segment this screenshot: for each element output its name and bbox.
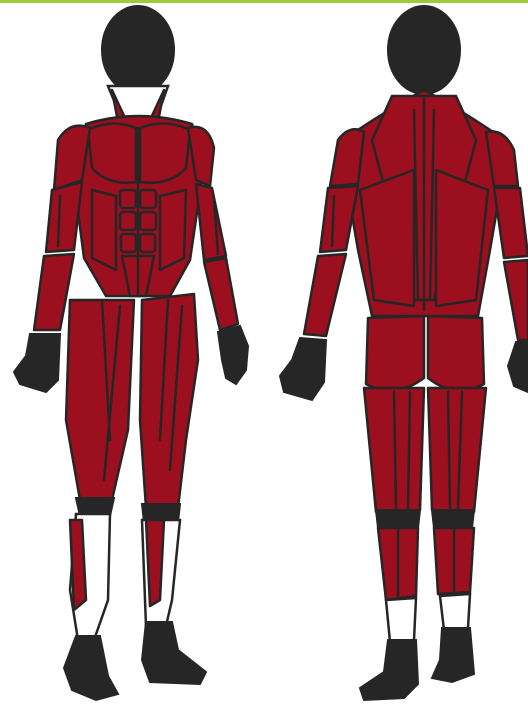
- upper-arm-back-right: [494, 188, 528, 258]
- foot-back-left: [360, 640, 418, 700]
- knee-back-left: [376, 510, 420, 528]
- anterior-muscle-figure-icon: [0, 0, 264, 706]
- forearm-back-left: [304, 254, 346, 336]
- glute-right: [428, 316, 484, 391]
- forearm-right: [204, 258, 238, 330]
- upper-arm-right: [196, 184, 226, 260]
- forearm-back-right: [504, 260, 528, 340]
- hand-right: [218, 326, 248, 384]
- head-back: [388, 6, 460, 94]
- knee-back-right: [432, 510, 474, 528]
- foot-left: [64, 636, 118, 700]
- hamstring-right: [428, 388, 486, 512]
- shin-muscle-left: [70, 520, 86, 610]
- shin-muscle-right: [146, 520, 164, 606]
- hand-back-left: [280, 338, 326, 400]
- glute-left: [366, 316, 424, 391]
- posterior-muscle-figure-icon: [264, 0, 528, 706]
- ankle-right: [440, 594, 470, 630]
- head: [102, 6, 174, 94]
- thigh-left: [66, 300, 134, 500]
- oblique-left: [92, 190, 116, 270]
- foot-right: [142, 622, 206, 684]
- oblique-right: [160, 190, 186, 270]
- upper-arm-left: [46, 182, 82, 252]
- upper-arm-back-left: [320, 186, 358, 252]
- thigh-right: [140, 294, 198, 508]
- shoulder-back-left: [330, 129, 364, 186]
- foot-back-right: [432, 628, 474, 682]
- ankle-left: [386, 598, 416, 642]
- forearm-left: [34, 254, 74, 330]
- hand-left: [14, 334, 60, 392]
- hand-back-right: [508, 342, 528, 392]
